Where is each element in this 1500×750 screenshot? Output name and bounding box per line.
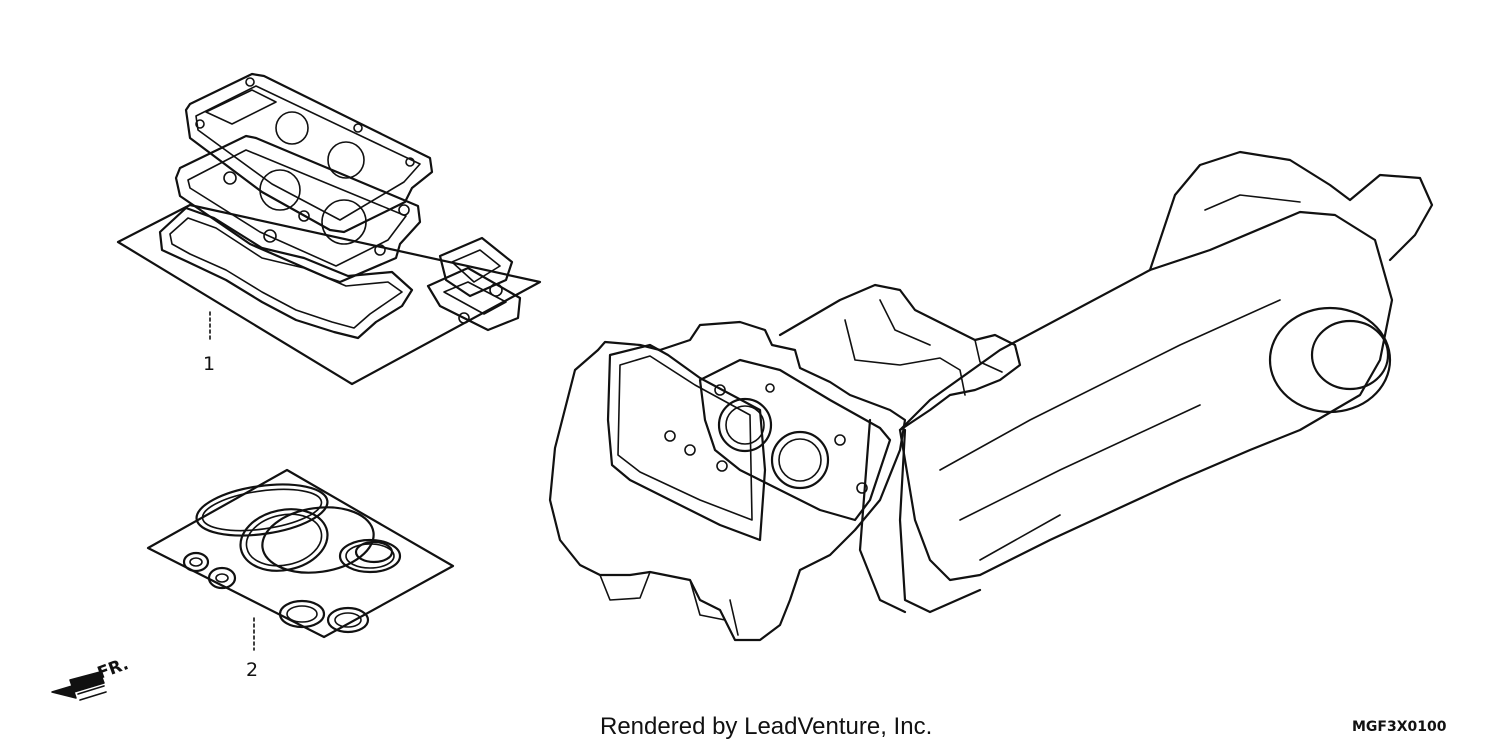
- diagram-code: MGF3X0100: [1352, 719, 1447, 735]
- front-direction-arrow-icon: [51, 671, 107, 701]
- gasket-kit-b-illustration[interactable]: [146, 468, 455, 639]
- callout-part-2: 2: [246, 659, 258, 681]
- render-credit: Rendered by LeadVenture, Inc.: [600, 713, 932, 740]
- callout-part-1: 1: [203, 353, 215, 375]
- gasket-kit-a-illustration[interactable]: [116, 72, 542, 386]
- front-direction-label: FR.: [95, 654, 131, 684]
- engine-assembly-illustration: [548, 150, 1434, 642]
